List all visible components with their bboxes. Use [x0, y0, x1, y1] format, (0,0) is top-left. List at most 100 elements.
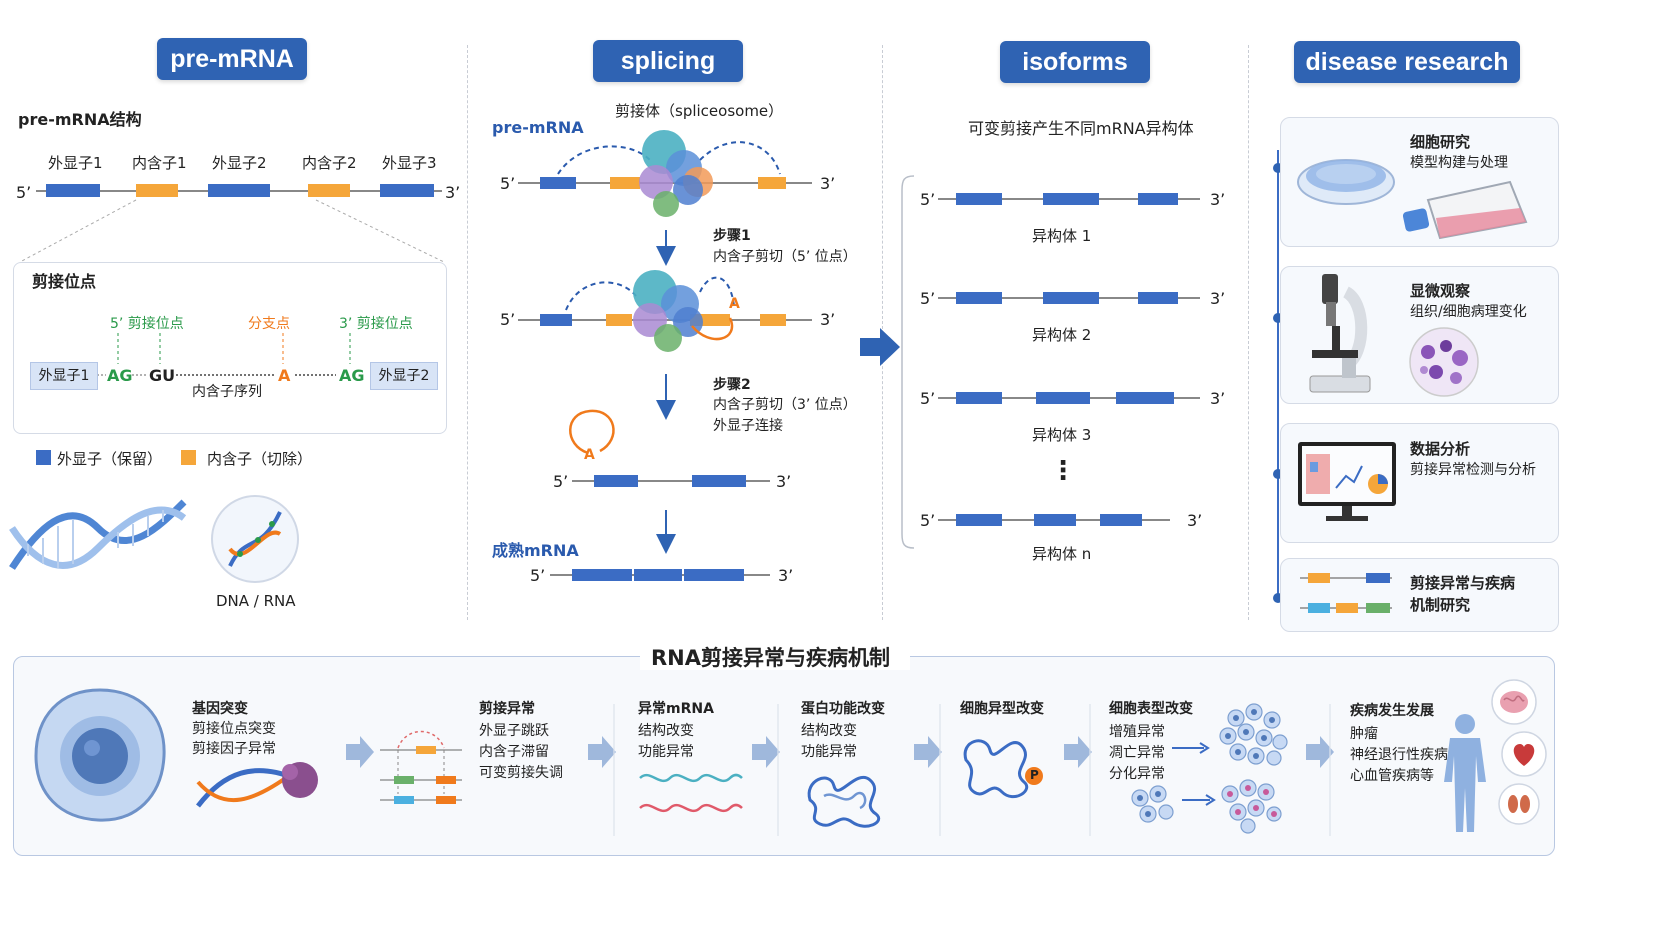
sp-five-prime-1: 5’ [500, 174, 516, 193]
step-phenotype-line1: 增殖异常 [1109, 724, 1165, 740]
header-splicing: splicing [593, 40, 743, 82]
step-gene-mutation-line2: 剪接因子异常 [192, 741, 276, 757]
isoform-label-n: 异构体 n [1032, 545, 1092, 563]
branch-label: 分支点 [248, 316, 290, 332]
legend-intron-swatch [181, 450, 196, 465]
arrow-right-icon [860, 328, 900, 366]
intron-block [136, 184, 178, 197]
step-splice-abnormal-line2: 内含子滞留 [479, 744, 549, 760]
card1-title: 细胞研究 [1410, 133, 1471, 151]
splice-exon1-box: 外显子1 [30, 362, 98, 390]
step-abnormal-mrna-title: 异常mRNA [638, 701, 714, 717]
step-disease-title: 疾病发生发展 [1350, 703, 1434, 719]
label-intron2: 内含子2 [302, 154, 357, 172]
step-splice-abnormal-title: 剪接异常 [479, 701, 535, 717]
cell-icon [34, 688, 166, 822]
dna-mutation-icon [196, 762, 318, 808]
phospho-p-label: P [1030, 768, 1039, 782]
mrna-comparison-icon [1300, 573, 1392, 613]
separator [467, 45, 468, 620]
mature-mrna-label: 成熟mRNA [492, 541, 579, 560]
step-cell-atypia-title: 细胞异型改变 [960, 701, 1044, 717]
intron-seq-label: 内含子序列 [192, 384, 262, 400]
sp-three-prime-2: 3’ [820, 310, 836, 329]
step-protein-line1: 结构改变 [801, 723, 857, 739]
phospho-protein-icon [963, 739, 1043, 799]
label-intron1: 内含子1 [132, 154, 187, 172]
step1-title: 步骤1 [713, 228, 751, 244]
isoform-ellipsis: ⋮ [1050, 456, 1076, 486]
spliced-product [550, 475, 770, 581]
step-protein-line2: 功能异常 [801, 744, 857, 760]
premrna-structure-title: pre-mRNA结构 [18, 110, 142, 129]
heart-icon [1501, 731, 1547, 777]
tissue-sample-icon [1409, 327, 1479, 397]
card4-desc: 机制研究 [1410, 596, 1471, 614]
legend-intron: 内含子（切除） [207, 450, 313, 468]
iso-five-prime-3: 5’ [920, 389, 936, 408]
cell-cluster-icon [1131, 703, 1288, 834]
step-abnormal-mrna-line2: 功能异常 [638, 744, 694, 760]
label-exon2: 外显子2 [212, 154, 267, 172]
label-exon3: 外显子3 [382, 154, 437, 172]
bottom-title: RNA剪接异常与疾病机制 [651, 646, 890, 670]
step-disease-line3: 心血管疾病等 [1350, 768, 1434, 784]
splice-exon2-box: 外显子2 [370, 362, 438, 390]
isoform-label-3: 异构体 3 [1032, 426, 1092, 444]
sp-five-prime-4: 5’ [530, 566, 546, 585]
label-exon1: 外显子1 [48, 154, 103, 172]
step-phenotype-title: 细胞表型改变 [1109, 701, 1193, 717]
card3-desc: 剪接异常检测与分析 [1410, 462, 1536, 478]
site3-label: 3’ 剪接位点 [339, 316, 413, 332]
spliceosome-label: 剪接体（spliceosome） [615, 102, 784, 120]
step2-title: 步骤2 [713, 377, 751, 393]
legend-exon: 外显子（保留） [57, 450, 163, 468]
bottom-mechanism-panel [13, 656, 1555, 856]
three-prime-label: 3’ [445, 183, 461, 202]
card1-desc: 模型构建与处理 [1410, 155, 1508, 171]
lariat-icon [569, 409, 615, 455]
dna-rna-circle-icon [211, 495, 299, 583]
kidney-icon [1498, 783, 1540, 825]
legend-exon-swatch [36, 450, 51, 465]
header-premrna: pre-mRNA [157, 38, 307, 80]
step-gene-mutation-title: 基因突变 [192, 701, 248, 717]
protein-icon [807, 776, 880, 828]
microscope-icon [1309, 274, 1371, 393]
gu-label: GU [149, 366, 176, 385]
ag3-label: AG [339, 366, 365, 385]
step-splice-abnormal-line1: 外显子跳跃 [479, 723, 549, 739]
premrna-structure [19, 184, 445, 263]
splice-site-card [13, 262, 447, 434]
header-disease-research: disease research [1294, 41, 1520, 83]
splice-site-lines [97, 333, 351, 376]
step-phenotype-line2: 凋亡异常 [1109, 745, 1165, 761]
branch-a-label: A [278, 366, 291, 385]
step1-desc: 内含子剪切（5’ 位点） [713, 249, 857, 265]
step-disease-line2: 神经退行性疾病 [1350, 747, 1448, 763]
human-body-icon [1444, 714, 1486, 832]
step-gene-mutation-line1: 剪接位点突变 [192, 721, 276, 737]
step2-desc1: 内含子剪切（3’ 位点） [713, 397, 857, 413]
step-disease-line1: 肿瘤 [1350, 726, 1378, 742]
mrna-wave-icon [639, 773, 743, 813]
step2-desc2: 外显子连接 [713, 418, 783, 434]
ag-label: AG [107, 366, 133, 385]
intron-block [308, 184, 350, 197]
spliceosome-diagram-1 [518, 130, 812, 217]
iso-three-prime-2: 3’ [1210, 289, 1226, 308]
sp-three-prime-3: 3’ [776, 472, 792, 491]
sp-three-prime-4: 3’ [778, 566, 794, 585]
step1-a-label: A [729, 296, 740, 312]
card-mechanism [1280, 558, 1559, 632]
arrow-down [656, 230, 676, 554]
splice-site-title: 剪接位点 [32, 272, 97, 291]
five-prime-label: 5’ [16, 183, 32, 202]
dna-rna-label: DNA / RNA [216, 592, 296, 610]
header-isoforms: isoforms [1000, 41, 1150, 83]
sp-five-prime-3: 5’ [553, 472, 569, 491]
isoforms-title: 可变剪接产生不同mRNA异构体 [968, 119, 1194, 138]
sp-three-prime-1: 3’ [820, 174, 836, 193]
iso-three-prime-1: 3’ [1210, 190, 1226, 209]
